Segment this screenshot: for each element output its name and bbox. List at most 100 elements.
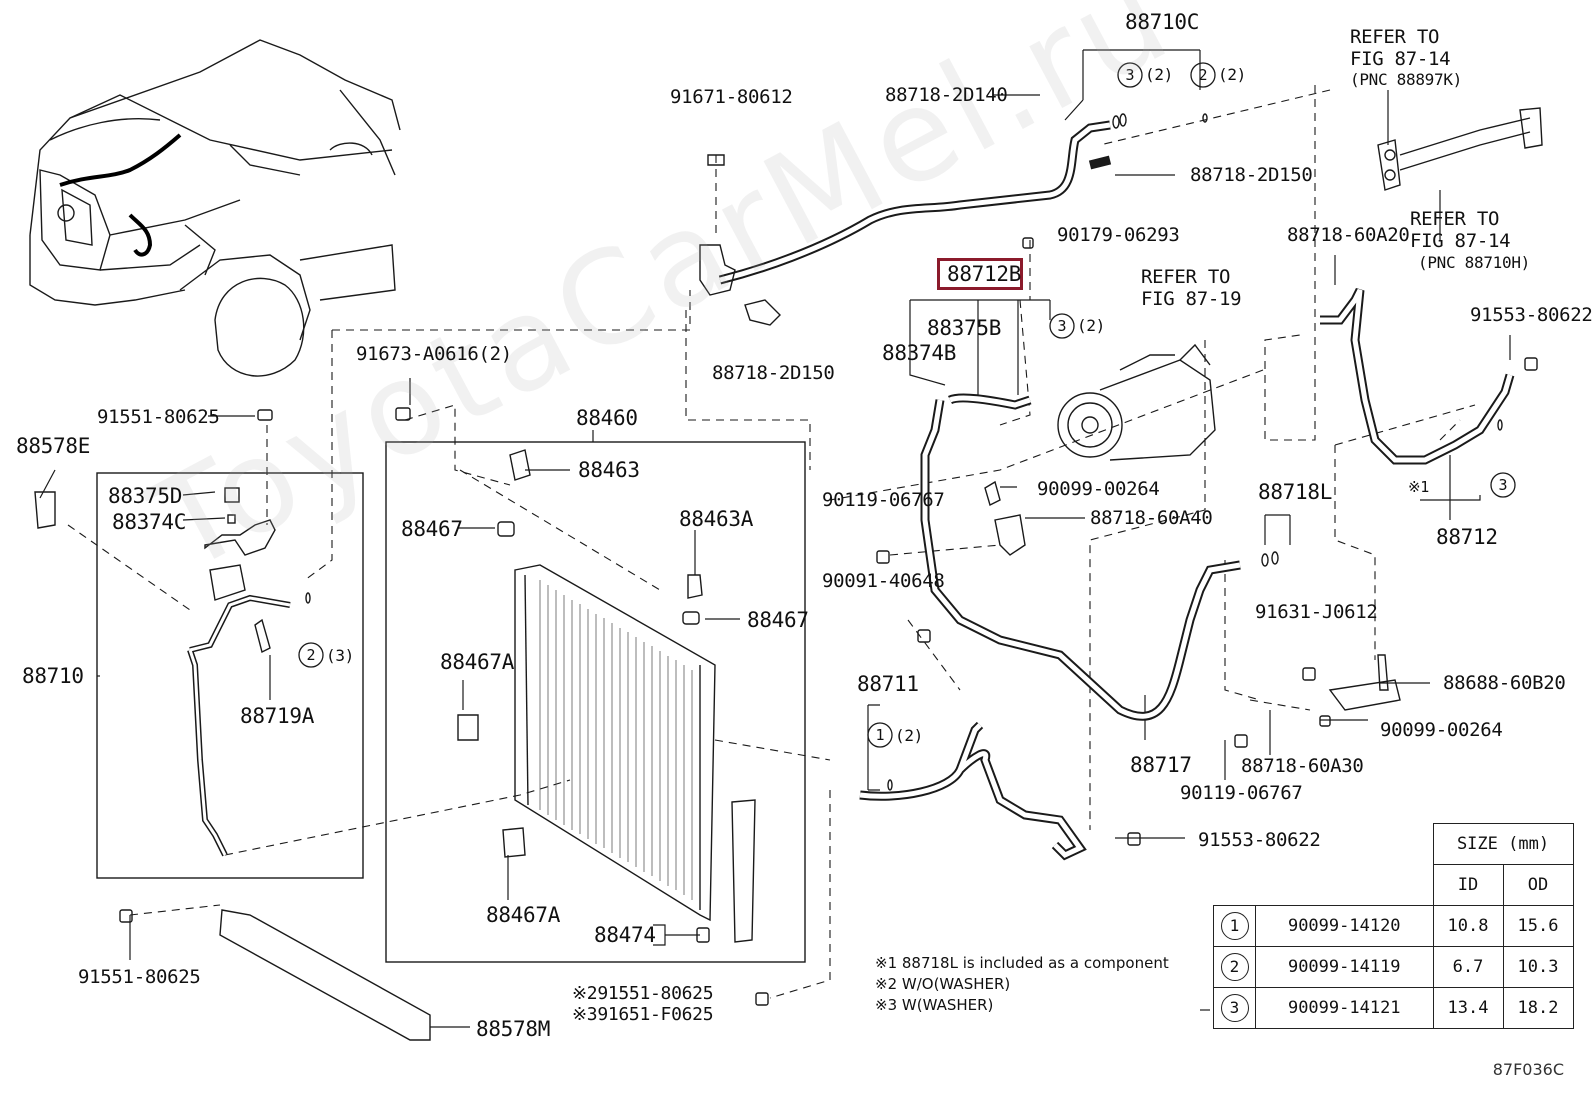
callout-label[interactable]: 88374B	[882, 341, 957, 365]
callout-label[interactable]: 90179-06293	[1057, 224, 1180, 246]
callout-label[interactable]: ※291551-80625	[572, 983, 714, 1004]
marker-number: 2	[306, 646, 315, 664]
callout-label[interactable]: 90119-06767	[1180, 782, 1303, 804]
marker-number: 2	[1198, 66, 1207, 84]
qty-label: (2)	[1218, 65, 1246, 84]
callout-label: ※1	[1408, 478, 1429, 496]
size-table-header: SIZE (mm)	[1432, 823, 1574, 865]
condenser	[514, 564, 716, 922]
marker-number: 3	[1498, 476, 1507, 494]
callout-label[interactable]: 88578M	[476, 1017, 551, 1041]
size-col-od: OD	[1502, 864, 1574, 906]
row-number: 3	[1220, 994, 1249, 1022]
qty-label: (3)	[326, 646, 354, 665]
highlight-box-88712B	[937, 258, 1023, 290]
callout-label[interactable]: 90099-00264	[1380, 719, 1503, 741]
figure-code: 87F036C	[1492, 1060, 1564, 1079]
callout-label[interactable]: 88710	[22, 664, 84, 688]
leader-lines	[39, 49, 1511, 1028]
o-rings	[305, 113, 1503, 791]
marker-number: 3	[1125, 66, 1134, 84]
callout-label: FIG 87-14	[1350, 48, 1451, 70]
callout-label[interactable]: 88467A	[440, 650, 515, 674]
callout-label-highlighted[interactable]: 88712B	[947, 262, 1022, 286]
callout-label[interactable]: 88710C	[1125, 10, 1200, 34]
callout-label[interactable]: 88718-60A40	[1090, 507, 1213, 529]
callout-label[interactable]: 88719A	[240, 704, 315, 728]
condenser-brackets	[457, 449, 710, 943]
bracket-88688-60B20	[1328, 654, 1401, 711]
callout-label[interactable]: 91631-J0612	[1255, 601, 1378, 623]
callout-label[interactable]: 91551-80625	[97, 406, 220, 428]
callout-label[interactable]: 88375D	[108, 484, 183, 508]
callout-label[interactable]: 88374C	[112, 510, 187, 534]
bracket-91671	[699, 154, 781, 326]
callout-label[interactable]: FIG 87-19	[1141, 288, 1242, 310]
panel-88578M	[219, 909, 431, 1041]
callout-label[interactable]: (PNC 88897K)	[1350, 70, 1462, 89]
fitting-right-top	[1377, 107, 1543, 191]
bracket-88718-60A40	[984, 480, 1026, 556]
table-row: 2 90099-14119 6.7 10.3	[1213, 946, 1574, 988]
row-part[interactable]: 90099-14121	[1255, 987, 1434, 1029]
table-row: 1 90099-14120 10.8 15.6	[1213, 905, 1574, 947]
footnote: ※3 W(WASHER)	[875, 996, 994, 1014]
callout-label[interactable]: 88718-60A30	[1241, 755, 1364, 777]
receiver-bracket	[204, 487, 276, 654]
callout-label[interactable]: 90119-06767	[822, 489, 945, 511]
callout-label[interactable]: (PNC 88710H)	[1418, 253, 1530, 272]
qty-label: (2)	[895, 726, 923, 745]
callout-label[interactable]: 88718-2D150	[1190, 164, 1313, 186]
pad-88578E	[34, 491, 56, 529]
callout-label[interactable]: 91553-80622	[1198, 829, 1321, 851]
row-number: 2	[1220, 953, 1249, 981]
callout-label[interactable]: 88578E	[16, 434, 91, 458]
callout-label[interactable]: 90091-40648	[822, 570, 945, 592]
callout-label[interactable]: 88718L	[1258, 480, 1333, 504]
callout-label[interactable]: 88375B	[927, 316, 1002, 340]
callout-label[interactable]: 88463	[578, 458, 640, 482]
row-id: 6.7	[1432, 946, 1504, 988]
callout-label[interactable]: ※391651-F0625	[572, 1004, 714, 1025]
condenser-fins	[539, 580, 693, 900]
row-part[interactable]: 90099-14120	[1255, 905, 1434, 947]
callout-label[interactable]: 88688-60B20	[1443, 672, 1566, 694]
marker-number: 3	[1057, 317, 1066, 335]
callout-label: REFER TO	[1141, 266, 1231, 288]
callout-label[interactable]: 91553-80622	[1470, 304, 1592, 326]
callout-label[interactable]: 88467	[747, 608, 809, 632]
row-number: 1	[1220, 912, 1249, 940]
callout-label: REFER TO	[1410, 208, 1500, 230]
callout-label[interactable]: 90099-00264	[1037, 478, 1160, 500]
bolts	[119, 237, 1538, 1006]
callout-label[interactable]: 88718-60A20	[1287, 224, 1410, 246]
callout-label[interactable]: 88474	[594, 923, 656, 947]
callout-label[interactable]: 91673-A0616(2)	[356, 343, 512, 365]
callout-label[interactable]: 88717	[1130, 753, 1192, 777]
callout-label: REFER TO	[1350, 26, 1440, 48]
size-col-id: ID	[1432, 864, 1504, 906]
washer-size-table: SIZE (mm) ID OD 1 90099-14120 10.8 15.6 …	[1213, 823, 1574, 1029]
condenser-support	[731, 799, 756, 943]
callout-label[interactable]: 91671-80612	[670, 86, 793, 108]
row-id: 10.8	[1432, 905, 1504, 947]
callout-label[interactable]: 88712	[1436, 525, 1498, 549]
callout-label[interactable]: 88467	[401, 517, 463, 541]
row-od: 18.2	[1502, 987, 1574, 1029]
compressor	[1057, 343, 1216, 461]
pipes-inner	[719, 122, 1513, 859]
callout-label[interactable]: 91551-80625	[78, 966, 201, 988]
row-od: 10.3	[1502, 946, 1574, 988]
vehicle-outline	[29, 39, 401, 377]
callout-label[interactable]: 88711	[857, 672, 919, 696]
callout-label[interactable]: 88460	[576, 406, 638, 430]
callout-label[interactable]: 88467A	[486, 903, 561, 927]
callout-label[interactable]: 88718-2D150	[712, 362, 835, 384]
circle-marker-numbers: 3 2 3 3 2 1	[306, 66, 1507, 744]
callout-label[interactable]: 88718-2D140	[885, 84, 1008, 106]
row-part[interactable]: 90099-14119	[1255, 946, 1434, 988]
callout-label[interactable]: 88463A	[679, 507, 754, 531]
footnote: ※1 88718L is included as a component	[875, 954, 1169, 972]
callout-label: FIG 87-14	[1410, 230, 1511, 252]
